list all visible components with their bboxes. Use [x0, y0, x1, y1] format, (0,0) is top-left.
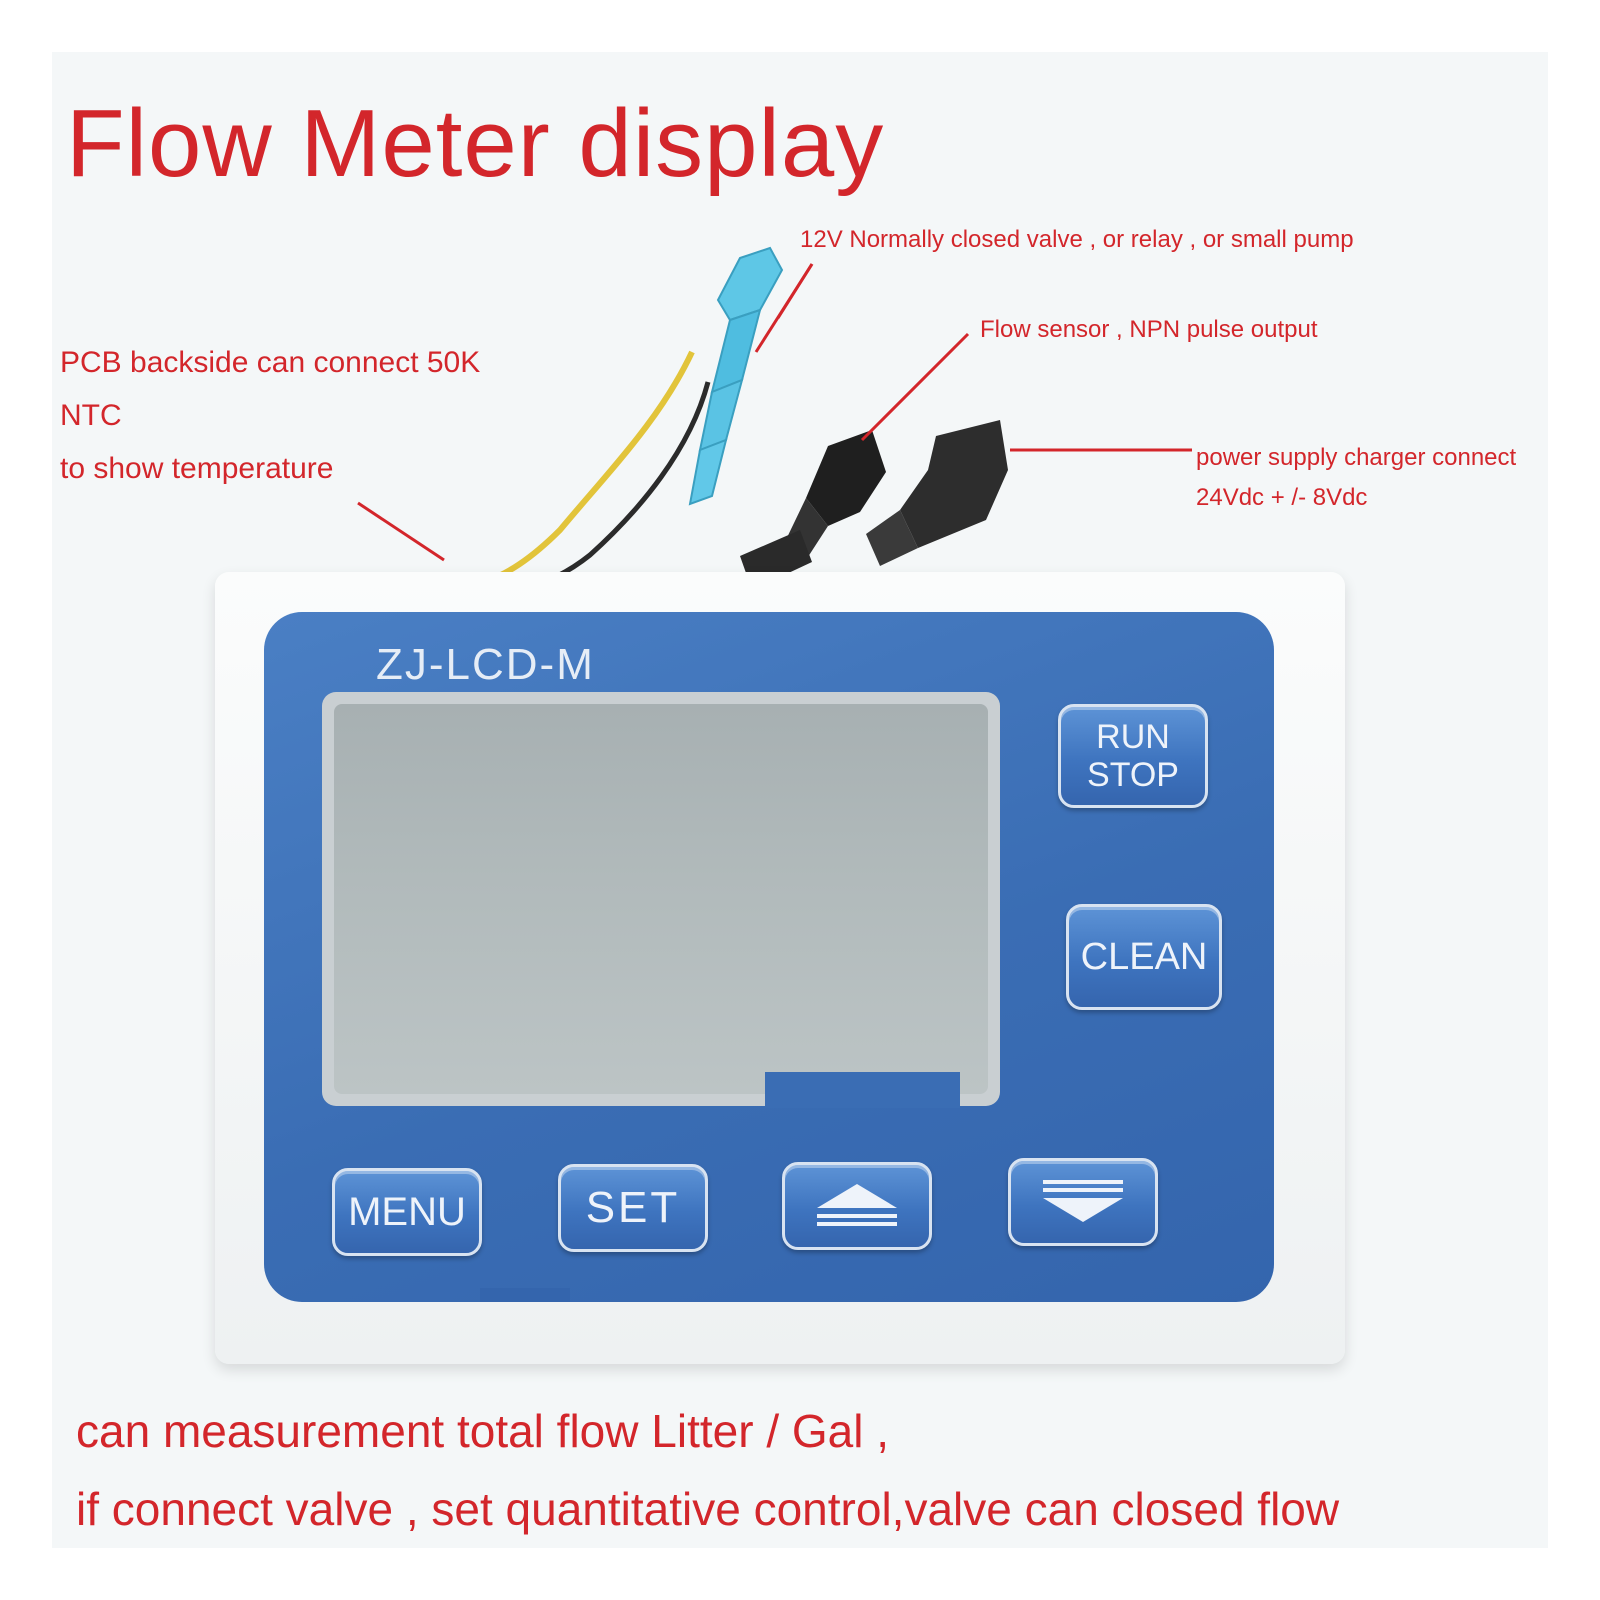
- clean-button[interactable]: CLEAN: [1066, 904, 1222, 1010]
- clean-label: CLEAN: [1080, 936, 1208, 978]
- power-line-1: power supply charger connect: [1196, 444, 1517, 471]
- valve-annotation: 12V Normally closed valve , or relay , o…: [800, 226, 1354, 253]
- pointer-sensor: [860, 332, 970, 442]
- caption-line-1: can measurement total flow Litter / Gal …: [76, 1405, 890, 1457]
- run-stop-label: RUN STOP: [1087, 718, 1179, 794]
- caption-line-2: if connect valve , set quantitative cont…: [76, 1483, 1340, 1535]
- down-button[interactable]: [1008, 1158, 1158, 1246]
- power-line-2: 24Vdc + /- 8Vdc: [1196, 484, 1368, 511]
- lcd-screen: [334, 704, 988, 1094]
- run-stop-button[interactable]: RUN STOP: [1058, 704, 1208, 808]
- ntc-line-2: NTC: [60, 399, 122, 432]
- set-label: SET: [585, 1183, 681, 1232]
- black-wire: [519, 381, 711, 593]
- pointer-valve-2: [754, 263, 814, 353]
- spade-terminal-icon: [688, 246, 784, 506]
- connector-socket-icon: [866, 420, 1008, 566]
- down-triangle-icon: [1043, 1180, 1123, 1222]
- page-title: Flow Meter display: [66, 90, 885, 197]
- lcd-notch: [765, 1072, 960, 1108]
- connector-plug-icon: [740, 430, 886, 590]
- yellow-wire: [487, 350, 695, 583]
- up-triangle-icon: [817, 1184, 897, 1226]
- menu-button[interactable]: MENU: [332, 1168, 482, 1256]
- menu-label: MENU: [348, 1190, 466, 1234]
- set-button[interactable]: SET: [558, 1164, 708, 1252]
- ntc-annotation: PCB backside can connect 50K NTC to show…: [60, 336, 480, 495]
- bottom-caption: can measurement total flow Litter / Gal …: [76, 1392, 1339, 1548]
- ntc-line-1: PCB backside can connect 50K: [60, 346, 481, 379]
- run-label: RUN: [1096, 718, 1170, 756]
- power-annotation: power supply charger connect 24Vdc + /- …: [1196, 438, 1516, 518]
- ntc-line-3: to show temperature: [60, 452, 334, 485]
- panel-tab: [480, 1288, 570, 1302]
- stop-label: STOP: [1087, 756, 1179, 794]
- model-label: ZJ-LCD-M: [376, 640, 595, 689]
- up-button[interactable]: [782, 1162, 932, 1250]
- sensor-annotation: Flow sensor , NPN pulse output: [980, 316, 1318, 343]
- pointer-ntc: [357, 501, 445, 562]
